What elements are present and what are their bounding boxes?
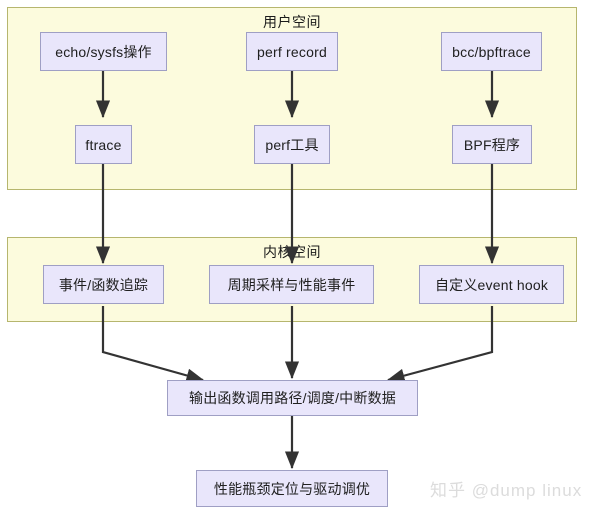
node-custom-event-hook[interactable]: 自定义event hook — [419, 265, 564, 304]
node-label: 自定义event hook — [434, 276, 549, 293]
node-bcc-bpftrace[interactable]: bcc/bpftrace — [441, 32, 542, 71]
node-final-result[interactable]: 性能瓶颈定位与驱动调优 — [196, 470, 388, 507]
node-label: 性能瓶颈定位与驱动调优 — [213, 480, 371, 497]
userspace-panel-title: 用户空间 — [263, 14, 321, 30]
node-label: 事件/函数追踪 — [58, 276, 149, 293]
node-label: ftrace — [85, 136, 122, 153]
node-output-data[interactable]: 输出函数调用路径/调度/中断数据 — [167, 380, 418, 416]
node-perf-tool[interactable]: perf工具 — [254, 125, 330, 164]
node-echo-sysfs[interactable]: echo/sysfs操作 — [40, 32, 167, 71]
node-bpf-program[interactable]: BPF程序 — [452, 125, 532, 164]
node-label: perf record — [257, 43, 327, 60]
node-label: 周期采样与性能事件 — [227, 276, 356, 293]
node-label: perf工具 — [265, 136, 319, 153]
kernelspace-panel-title: 内核空间 — [263, 244, 321, 260]
node-label: echo/sysfs操作 — [55, 43, 152, 60]
node-label: 输出函数调用路径/调度/中断数据 — [189, 390, 396, 406]
node-label: bcc/bpftrace — [452, 43, 531, 60]
node-label: BPF程序 — [463, 136, 521, 153]
node-ftrace[interactable]: ftrace — [75, 125, 132, 164]
node-periodic-sampling[interactable]: 周期采样与性能事件 — [209, 265, 374, 304]
node-event-func-trace[interactable]: 事件/函数追踪 — [43, 265, 164, 304]
node-perf-record[interactable]: perf record — [246, 32, 338, 71]
watermark: 知乎 @dump linux — [430, 481, 583, 500]
